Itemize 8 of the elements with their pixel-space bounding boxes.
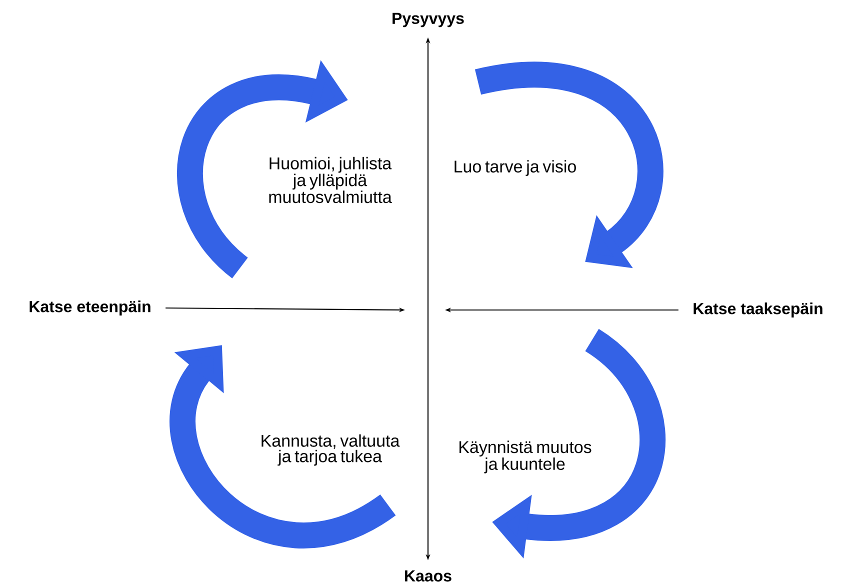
axis-label: Pysyvyys [392, 12, 464, 28]
quadrant-text: Kannusta, valtuuta ja tarjoa tukea [262, 434, 400, 466]
axis-label: Katse eteenpäin [30, 300, 150, 316]
axis-label: Katse taaksepäin [694, 302, 822, 318]
axis-label: Kaaos [405, 570, 452, 582]
quadrant-text: Käynnistä muutos ja kuuntele [460, 440, 592, 474]
quadrant-text: Huomioi, juhlista ja ylläpidä muutosvalmiutta [269, 156, 392, 204]
quadrant-text: Luo tarve ja visio [454, 160, 576, 176]
